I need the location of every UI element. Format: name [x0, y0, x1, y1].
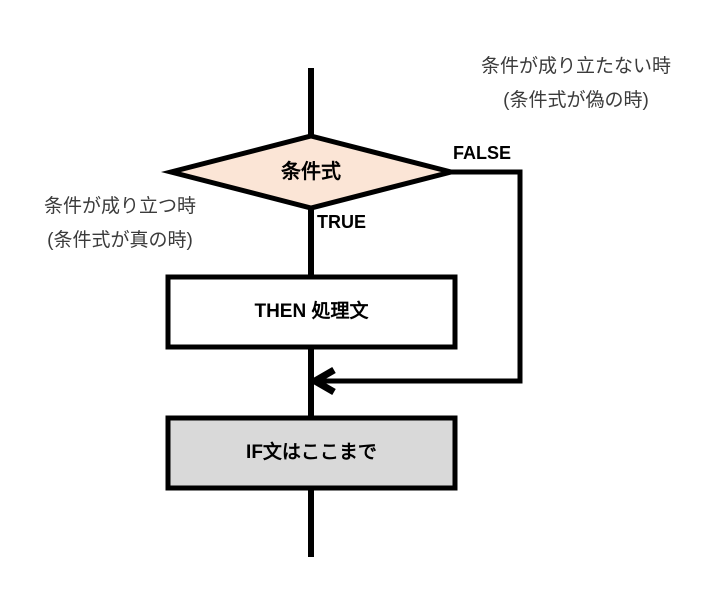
false-branch-line [318, 169, 523, 384]
then-box-label: THEN 処理文 [254, 301, 369, 322]
true-case-annotation-line1: 条件が成り立つ時 [43, 196, 196, 217]
end-box-label: IF文はここまで [246, 442, 377, 463]
false-branch-label: FALSE [453, 143, 512, 163]
true-branch-label: TRUE [317, 212, 366, 232]
false-case-annotation: 条件が成り立たない時 (条件式が偽の時) [445, 50, 707, 118]
decision-diamond [160, 133, 462, 211]
if-end-box [165, 415, 458, 491]
merge-arrowhead-icon [308, 366, 336, 396]
true-case-annotation-line2: (条件式が真の時) [47, 230, 193, 251]
false-case-annotation-line2: (条件式が偽の時) [503, 90, 649, 111]
false-case-annotation-line1: 条件が成り立たない時 [480, 56, 671, 77]
decision-label: 条件式 [281, 161, 341, 183]
true-case-annotation: 条件が成り立つ時 (条件式が真の時) [15, 190, 225, 258]
then-process-box [165, 274, 458, 350]
